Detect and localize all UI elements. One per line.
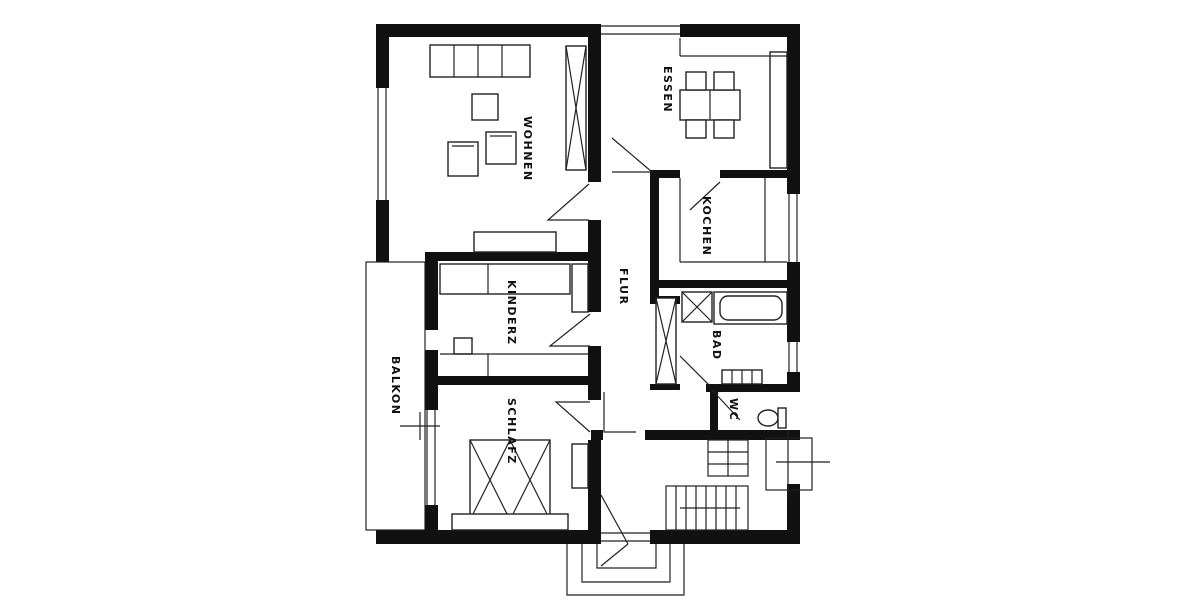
staircase	[665, 430, 830, 531]
balcony	[365, 261, 440, 531]
interior-walls	[425, 24, 800, 544]
living-room-furniture	[429, 44, 587, 253]
room-label-essen: ESSEN	[661, 66, 674, 113]
room-label-kochen: KOCHEN	[700, 196, 713, 256]
entrance-steps	[566, 494, 685, 596]
wc-fixtures	[757, 407, 787, 429]
room-label-bad: BAD	[710, 330, 723, 361]
bedroom-furniture	[451, 439, 589, 531]
room-label-flur: FLUR	[617, 268, 630, 306]
room-labels: WOHNEN ESSEN KOCHEN FLUR KINDERZ BAD BAL…	[389, 66, 740, 465]
room-label-wohnen: WOHNEN	[521, 116, 534, 182]
room-label-balkon: BALKON	[389, 356, 402, 416]
kitchen-furniture	[679, 178, 787, 263]
door-swings	[546, 137, 741, 433]
room-label-kinderz: KINDERZ	[505, 280, 518, 345]
windows	[377, 25, 798, 542]
childrens-room-furniture	[439, 263, 589, 376]
dining-furniture	[679, 38, 788, 169]
bathroom-fixtures	[655, 291, 788, 385]
room-label-schlafz: SCHLAFZ	[505, 398, 518, 465]
room-label-wc: WC	[727, 398, 740, 421]
